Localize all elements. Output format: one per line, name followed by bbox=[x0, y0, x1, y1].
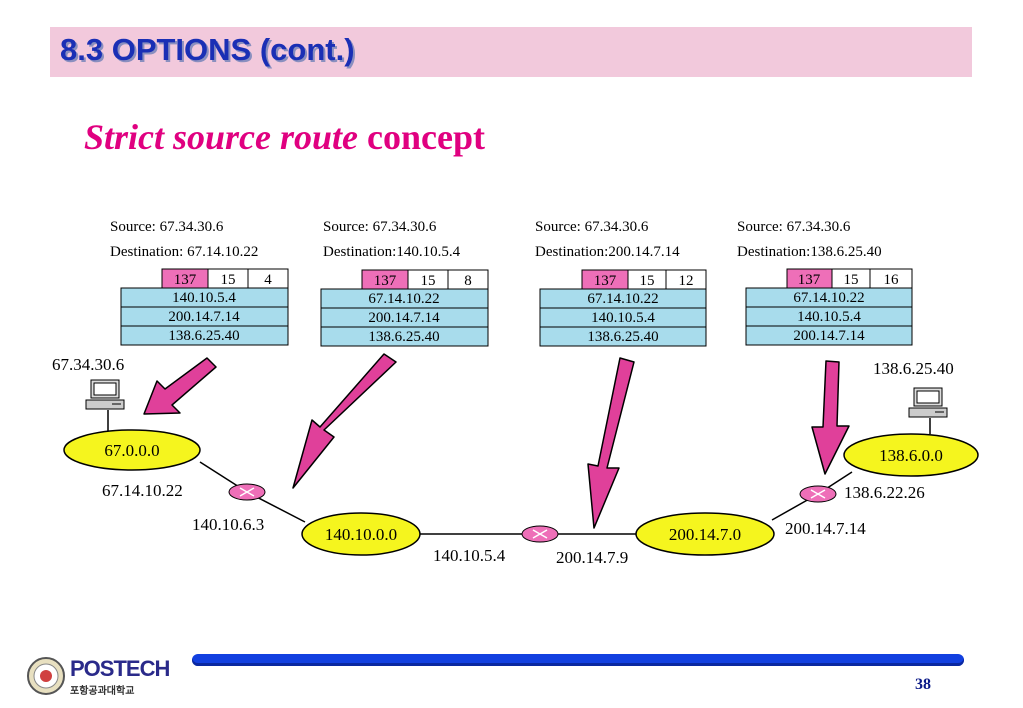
option-pointer: 12 bbox=[679, 273, 694, 289]
route-address: 200.14.7.14 bbox=[793, 328, 865, 344]
arrow-to-router-1 bbox=[292, 353, 397, 489]
packet-destination: Destination: 67.14.10.22 bbox=[110, 244, 258, 260]
network-138: 138.6.0.0 bbox=[843, 433, 979, 477]
route-address: 140.10.5.4 bbox=[172, 290, 236, 306]
router-icon bbox=[228, 483, 266, 501]
address-cell bbox=[745, 325, 913, 346]
route-address: 67.14.10.22 bbox=[587, 291, 658, 307]
packet-destination: Destination:140.10.5.4 bbox=[323, 244, 461, 260]
network-140: 140.10.0.0 bbox=[301, 512, 421, 556]
arrow-to-router-3 bbox=[811, 360, 850, 475]
network-label: 140.10.0.0 bbox=[325, 525, 397, 544]
logo-text: POSTECH bbox=[70, 656, 170, 681]
interface-address: 140.10.6.3 bbox=[192, 515, 264, 534]
packet-1-options: 137 15 4 140.10.5.4 200.14.7.14 138.6.25… bbox=[120, 268, 289, 346]
network-67: 67.0.0.0 bbox=[63, 429, 201, 471]
router-icon bbox=[521, 525, 559, 543]
option-length: 15 bbox=[421, 273, 436, 289]
network-label: 67.0.0.0 bbox=[104, 441, 159, 460]
subtitle-italic: Strict source route bbox=[84, 117, 359, 157]
address-cell bbox=[120, 325, 289, 346]
option-type: 137 bbox=[174, 272, 197, 288]
packet-4-labels: Source: 67.34.30.6 Destination:138.6.25.… bbox=[737, 219, 882, 260]
option-type: 137 bbox=[798, 272, 821, 288]
university-seal-icon bbox=[27, 657, 65, 695]
route-address: 67.14.10.22 bbox=[368, 291, 439, 307]
arrow-to-host bbox=[143, 357, 217, 415]
packet-3-options: 137 15 12 67.14.10.22 140.10.5.4 138.6.2… bbox=[539, 269, 707, 347]
option-pointer: 16 bbox=[884, 272, 900, 288]
option-length: 15 bbox=[844, 272, 859, 288]
router-icon bbox=[799, 485, 837, 503]
diagram-title: Strict source route concept bbox=[84, 116, 485, 158]
logo-subtext: 포항공과대학교 bbox=[70, 686, 135, 697]
route-address: 200.14.7.14 bbox=[168, 309, 240, 325]
packet-3-labels: Source: 67.34.30.6 Destination:200.14.7.… bbox=[535, 219, 680, 260]
network-label: 200.14.7.0 bbox=[669, 525, 741, 544]
interface-address: 138.6.22.26 bbox=[844, 483, 925, 502]
route-address: 200.14.7.14 bbox=[368, 310, 440, 326]
route-address: 138.6.25.40 bbox=[168, 328, 239, 344]
packet-source: Source: 67.34.30.6 bbox=[110, 219, 224, 235]
page-number: 38 bbox=[915, 676, 931, 693]
interface-address: 67.14.10.22 bbox=[102, 481, 183, 500]
interface-address: 200.14.7.9 bbox=[556, 548, 628, 567]
option-length: 15 bbox=[221, 272, 236, 288]
network-label: 138.6.0.0 bbox=[879, 446, 943, 465]
arrow-to-router-2 bbox=[587, 357, 635, 529]
route-address: 67.14.10.22 bbox=[793, 290, 864, 306]
header-bar bbox=[50, 27, 972, 77]
interface-address: 140.10.5.4 bbox=[433, 546, 506, 565]
option-type: 137 bbox=[374, 273, 397, 289]
packet-source: Source: 67.34.30.6 bbox=[737, 219, 851, 235]
computer-icon bbox=[85, 379, 125, 410]
packet-destination: Destination:200.14.7.14 bbox=[535, 244, 680, 260]
route-address: 138.6.25.40 bbox=[587, 329, 658, 345]
option-pointer: 8 bbox=[464, 273, 472, 289]
route-address: 140.10.5.4 bbox=[591, 310, 655, 326]
computer-icon bbox=[908, 387, 948, 418]
address-cell bbox=[539, 326, 707, 347]
option-pointer: 4 bbox=[264, 272, 272, 288]
option-type: 137 bbox=[594, 273, 617, 289]
interface-address: 200.14.7.14 bbox=[785, 519, 866, 538]
slide-title: 8.3 OPTIONS (cont.) bbox=[60, 32, 355, 67]
footer-divider bbox=[192, 654, 964, 666]
route-address: 138.6.25.40 bbox=[368, 329, 439, 345]
packet-destination: Destination:138.6.25.40 bbox=[737, 244, 882, 260]
address-cell bbox=[320, 326, 489, 347]
packet-source: Source: 67.34.30.6 bbox=[535, 219, 649, 235]
packet-4-options: 137 15 16 67.14.10.22 140.10.5.4 200.14.… bbox=[745, 268, 913, 346]
option-length: 15 bbox=[640, 273, 655, 289]
network-200: 200.14.7.0 bbox=[635, 512, 775, 556]
packet-2-options: 137 15 8 67.14.10.22 200.14.7.14 138.6.2… bbox=[320, 269, 489, 347]
packet-1-labels: Source: 67.34.30.6 Destination: 67.14.10… bbox=[110, 219, 258, 260]
host-left-address: 67.34.30.6 bbox=[52, 355, 124, 374]
route-address: 140.10.5.4 bbox=[797, 309, 861, 325]
host-right-address: 138.6.25.40 bbox=[873, 359, 954, 378]
packet-2-labels: Source: 67.34.30.6 Destination:140.10.5.… bbox=[323, 219, 461, 260]
subtitle-rest: concept bbox=[367, 117, 485, 157]
packet-source: Source: 67.34.30.6 bbox=[323, 219, 437, 235]
